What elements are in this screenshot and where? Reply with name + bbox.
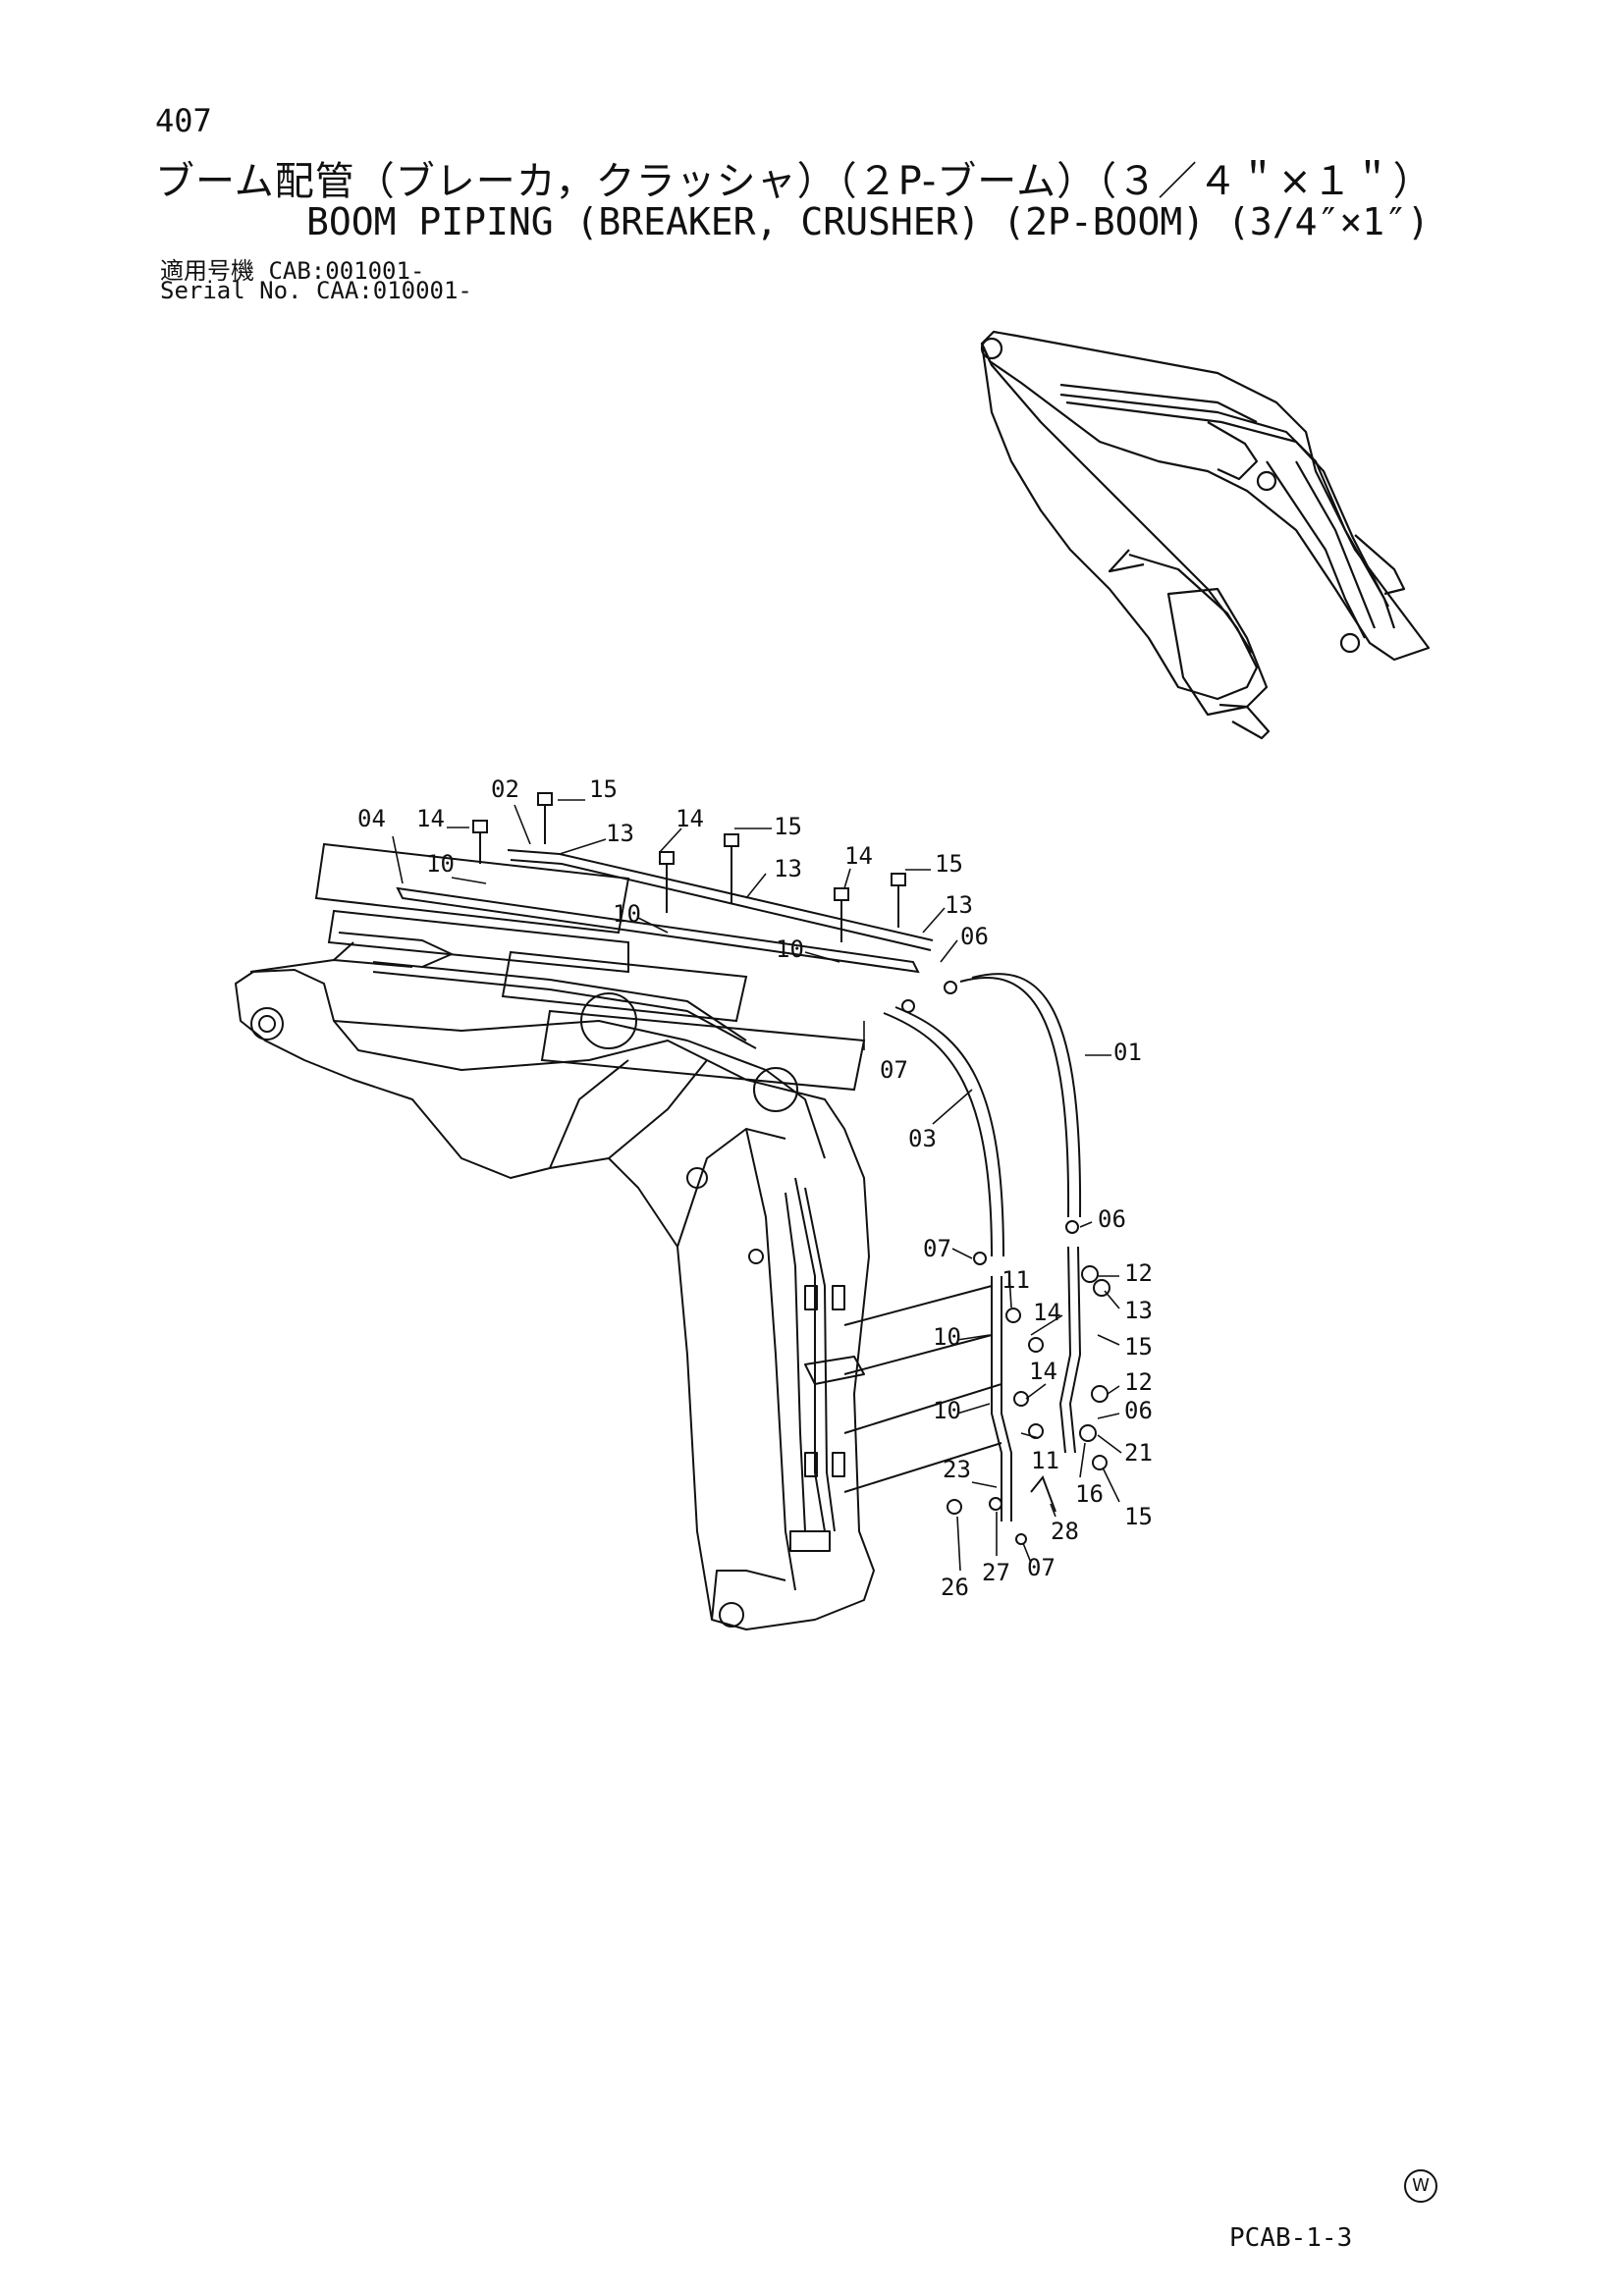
part-label: 10: [776, 935, 804, 963]
part-label: 14: [676, 805, 704, 832]
title-japanese: ブーム配管（ブレーカ，クラッシャ）（２P-ブーム）（３／４＂×１＂）: [155, 159, 1434, 204]
part-label: 12: [1124, 1368, 1153, 1396]
applicability-japanese: 適用号機 CAB:001001-: [160, 257, 425, 285]
part-label: 28: [1051, 1518, 1079, 1545]
part-label: 13: [1124, 1297, 1153, 1324]
part-label: 15: [1124, 1503, 1153, 1530]
part-label: 03: [908, 1125, 937, 1152]
part-label: 15: [774, 813, 802, 840]
part-label: 01: [1113, 1039, 1142, 1066]
part-label: 16: [1075, 1480, 1104, 1508]
part-label: 10: [613, 900, 641, 928]
part-label: 06: [960, 923, 989, 950]
part-label: 13: [606, 820, 634, 847]
part-label: 07: [1027, 1554, 1056, 1581]
part-label: 21: [1124, 1439, 1153, 1467]
part-label: 12: [1124, 1259, 1153, 1287]
bolts: [472, 792, 1110, 1515]
part-label: 26: [941, 1574, 969, 1601]
part-label: 14: [844, 842, 873, 870]
part-label: 14: [1033, 1299, 1061, 1326]
part-label: 10: [933, 1397, 961, 1424]
part-label: 10: [933, 1323, 961, 1351]
part-label: 11: [1001, 1266, 1030, 1294]
piping-parts: [314, 842, 1082, 1545]
part-label: 14: [416, 805, 445, 832]
part-label: 02: [491, 775, 519, 803]
inset-boom-drawing: [980, 330, 1431, 740]
circled-w-mark: W: [1404, 2169, 1437, 2203]
part-label: 11: [1031, 1447, 1059, 1474]
part-label: 15: [589, 775, 618, 803]
part-label: 04: [357, 805, 386, 832]
part-label: 13: [774, 855, 802, 882]
part-label: 15: [1124, 1333, 1153, 1361]
main-boom-drawing: [235, 932, 875, 1630]
title-english: BOOM PIPING (BREAKER, CRUSHER) (2P-BOOM)…: [306, 200, 1430, 243]
part-label: 13: [945, 891, 973, 919]
part-label: 14: [1029, 1358, 1057, 1385]
part-label: 07: [923, 1235, 951, 1262]
part-labels: 02 15 04 14 13 14 15 10 13 14 15 10 13 0…: [357, 775, 1153, 1601]
page-number: 407: [155, 102, 212, 139]
part-label: 15: [935, 850, 963, 878]
callout-leaders: [392, 799, 1122, 1572]
applicability-serial: Serial No. CAA:010001-: [160, 277, 472, 304]
part-label: 07: [880, 1056, 908, 1084]
part-label: 10: [426, 850, 455, 878]
page-code: PCAB-1-3: [1229, 2223, 1353, 2253]
part-label: 06: [1098, 1205, 1126, 1233]
part-label: 23: [943, 1456, 971, 1483]
part-label: 06: [1124, 1397, 1153, 1424]
part-label: 27: [982, 1559, 1010, 1586]
